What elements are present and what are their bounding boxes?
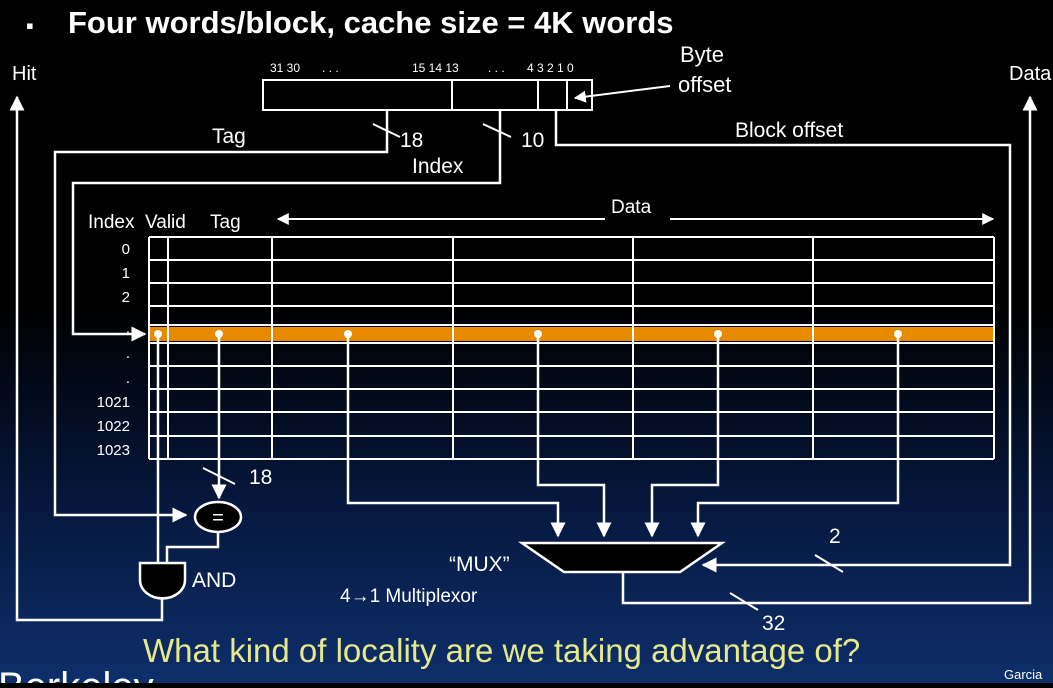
footer-author: Garcia bbox=[1004, 667, 1043, 682]
block-offset-wire bbox=[554, 110, 1012, 573]
selected-cache-row bbox=[149, 327, 994, 341]
byte-offset-label: offset bbox=[678, 72, 731, 97]
multiplexor: “MUX” 4→1 Multiplexor bbox=[340, 541, 727, 607]
cache-row-labels: 0 1 2 . . . 1021 1022 1023 bbox=[97, 241, 130, 459]
cache-row-label: 1021 bbox=[97, 394, 130, 411]
address-bit-label: 31 30 bbox=[270, 61, 300, 75]
hit-wire bbox=[9, 95, 164, 622]
cache-row-label: . bbox=[126, 320, 130, 337]
address-bit-label: . . . bbox=[322, 61, 339, 75]
index-wire bbox=[71, 110, 502, 342]
cache-row-label: 0 bbox=[122, 241, 130, 258]
data-word-wires bbox=[346, 334, 900, 538]
cache-table bbox=[148, 236, 995, 460]
tag-wire bbox=[53, 110, 389, 523]
address-register: 31 30 . . . 15 14 13 . . . 4 3 2 1 0 bbox=[262, 61, 593, 111]
address-bit-label: 15 14 13 bbox=[412, 61, 459, 75]
tag-comparator: = bbox=[193, 500, 243, 534]
cache-row-label: 1 bbox=[122, 265, 130, 282]
data-out-label: Data bbox=[1009, 63, 1052, 85]
tag-out-width: 18 bbox=[249, 466, 272, 489]
cache-row-label: 2 bbox=[122, 289, 130, 306]
tag-label: Tag bbox=[212, 125, 246, 148]
data-out-wire bbox=[621, 95, 1038, 605]
cache-row-label: . bbox=[126, 345, 130, 362]
tag-width: 18 bbox=[400, 129, 423, 152]
and-gate: AND bbox=[138, 561, 236, 600]
col-header-index: Index bbox=[88, 212, 135, 233]
and-label: AND bbox=[192, 569, 236, 592]
comparator-symbol: = bbox=[212, 507, 224, 529]
index-label: Index bbox=[412, 155, 464, 178]
hit-label: Hit bbox=[12, 63, 37, 85]
col-header-data: Data bbox=[611, 197, 652, 218]
block-offset-label: Block offset bbox=[735, 119, 843, 142]
col-header-tag: Tag bbox=[210, 212, 241, 233]
cache-row-label: 1022 bbox=[97, 418, 130, 435]
footer-corner-text: Berkeley bbox=[0, 665, 154, 683]
byte-offset-label: Byte bbox=[680, 42, 724, 67]
output-width: 32 bbox=[762, 612, 785, 635]
col-header-valid: Valid bbox=[145, 212, 186, 233]
address-bit-label: 4 3 2 1 0 bbox=[527, 61, 574, 75]
mux-sublabel: 4→1 Multiplexor bbox=[340, 586, 478, 607]
mux-label: “MUX” bbox=[449, 553, 510, 576]
slide-title: Four words/block, cache size = 4K words bbox=[68, 5, 674, 40]
title-bullet: ▪ bbox=[26, 13, 34, 38]
locality-question: What kind of locality are we taking adva… bbox=[143, 632, 860, 669]
index-width: 10 bbox=[521, 129, 544, 152]
select-width: 2 bbox=[829, 525, 841, 548]
address-bit-label: . . . bbox=[488, 61, 505, 75]
cache-row-label: 1023 bbox=[97, 442, 130, 459]
cache-row-label: . bbox=[126, 370, 130, 387]
